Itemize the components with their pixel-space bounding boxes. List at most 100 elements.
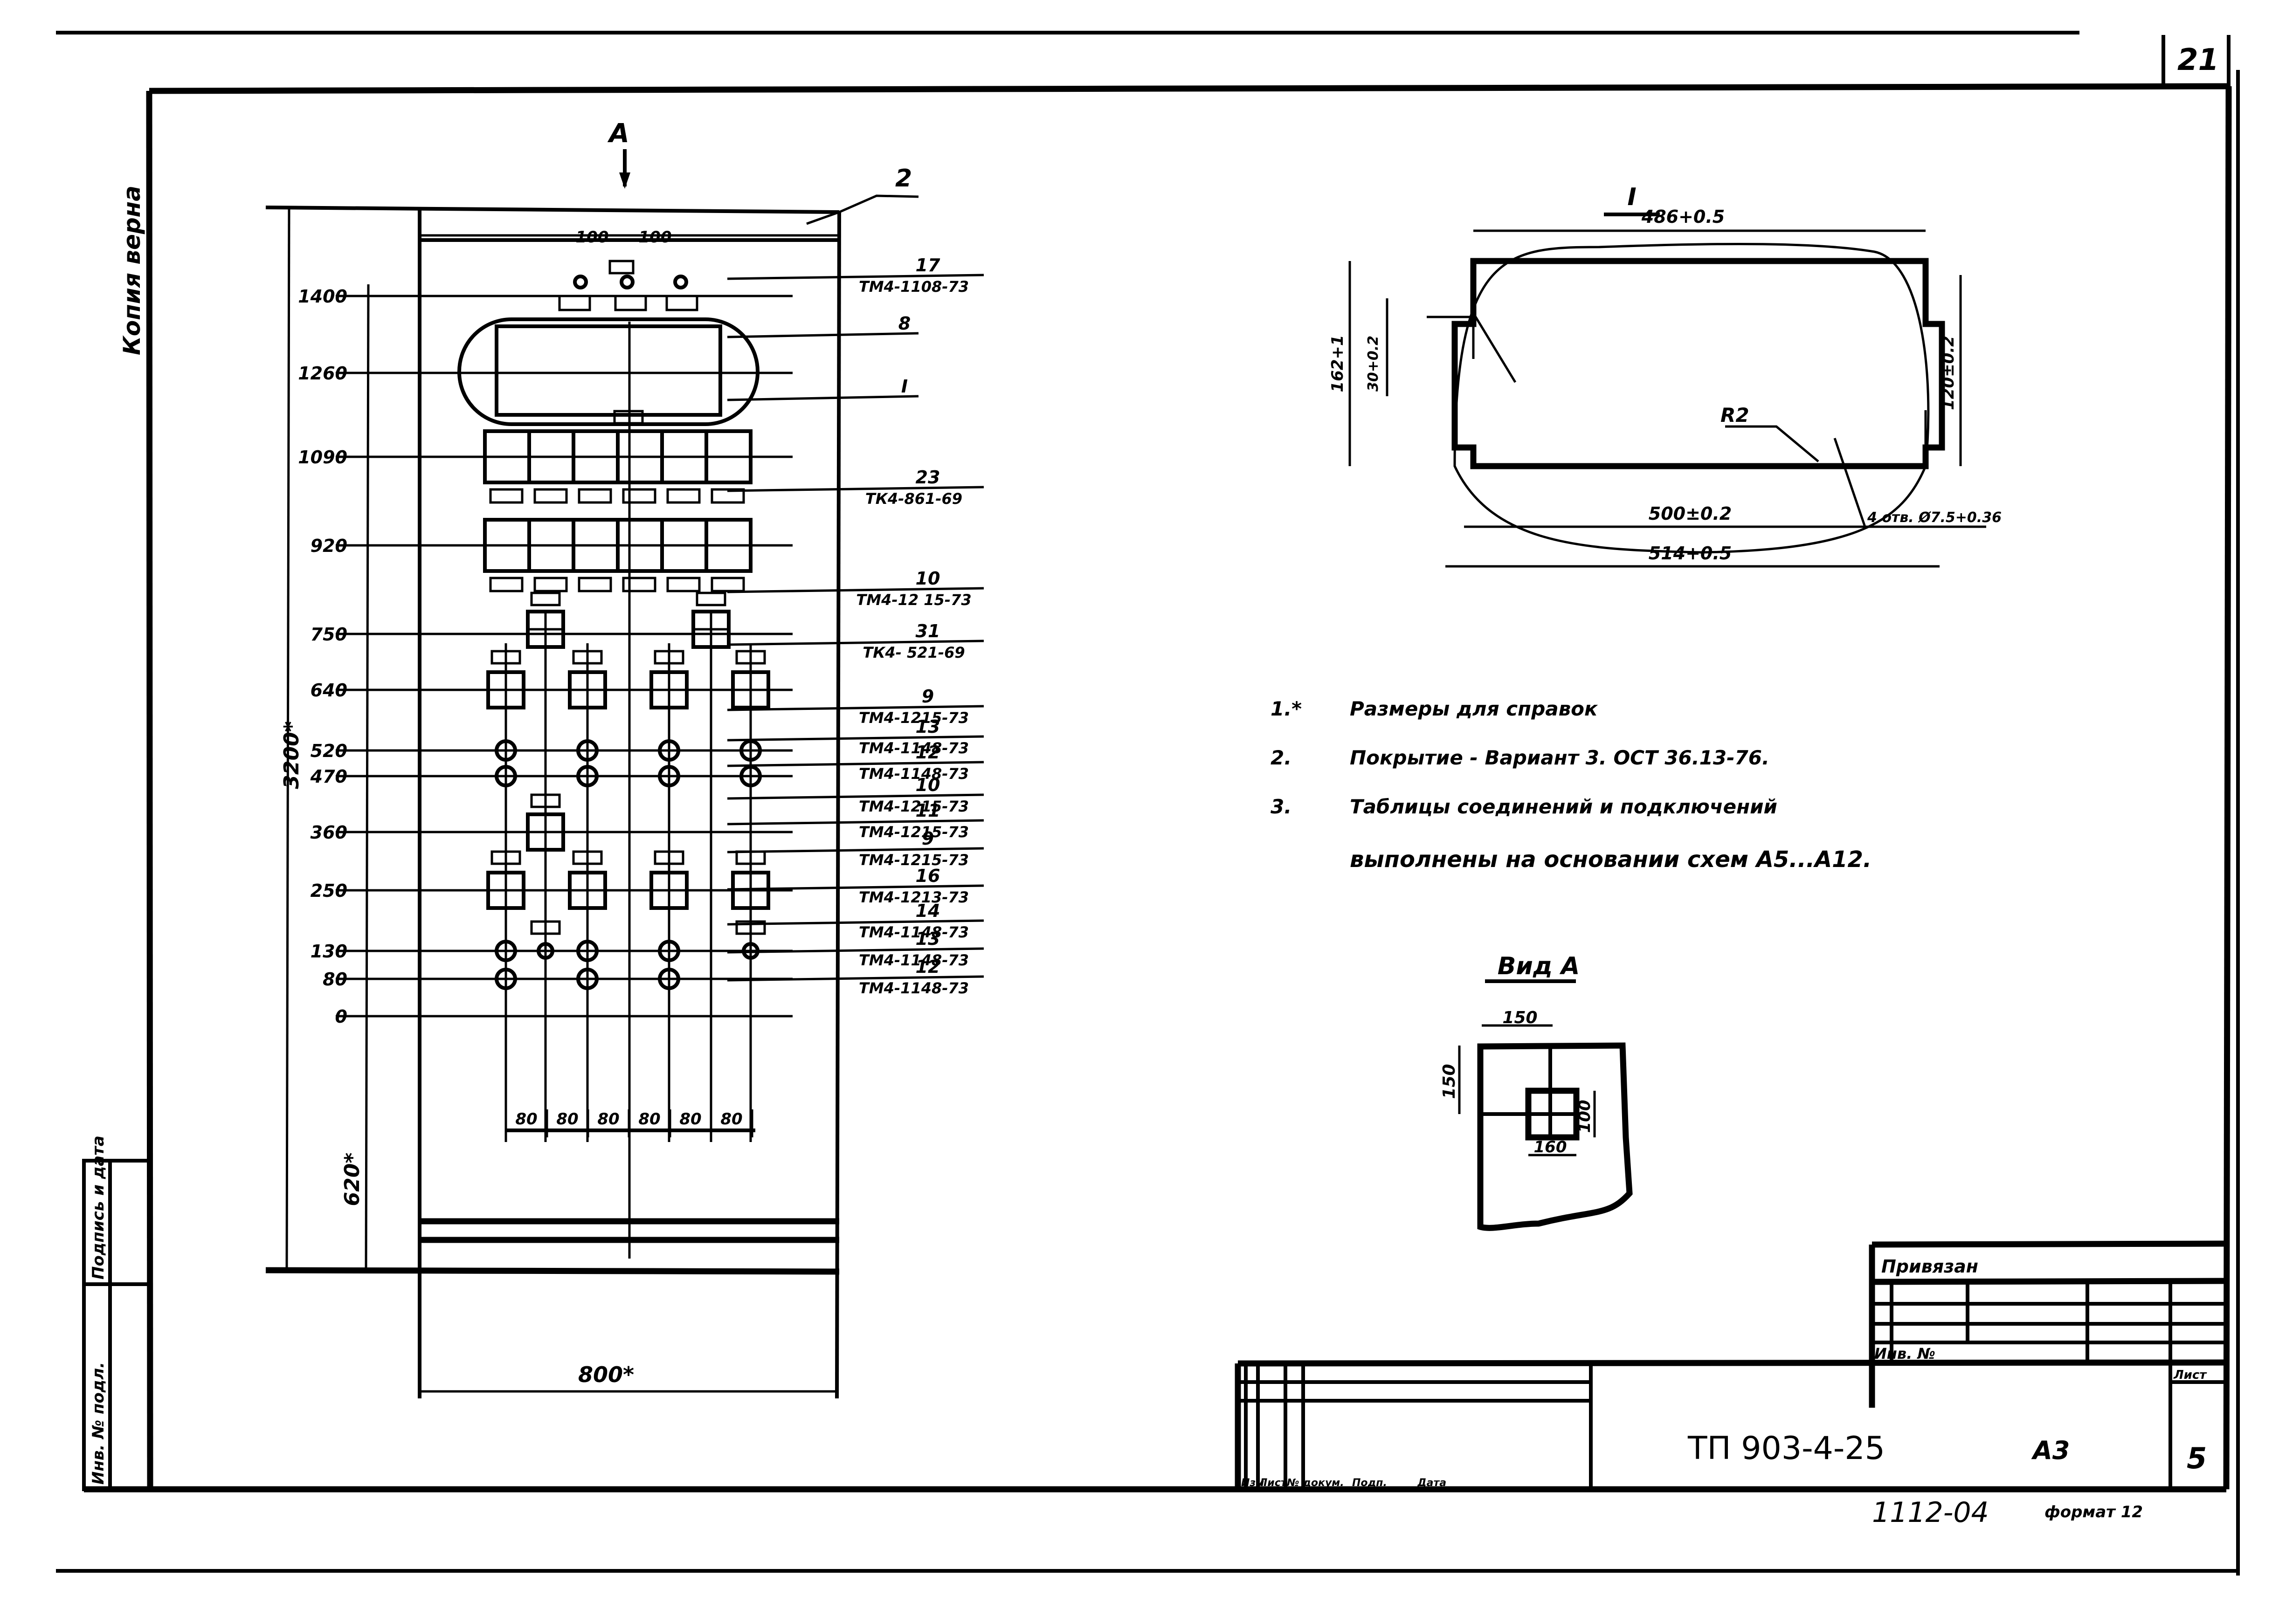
tb-sheet-label: Лист (2173, 1368, 2207, 1382)
callout-leader (727, 640, 984, 646)
relay-block (704, 518, 753, 573)
dim-left-inner: 30+0.2 (1365, 336, 1381, 392)
tag-box (666, 577, 701, 592)
leader-radius (1427, 316, 1517, 383)
tb-inv-label: Инв. № (1874, 1345, 1935, 1363)
callout-position: 8 (898, 313, 911, 334)
lamp-1 (573, 275, 588, 289)
view-A-dim-left: 150 (1440, 1064, 1459, 1099)
callout-leader (727, 847, 984, 853)
callout-leader (727, 793, 984, 800)
callout-reference: ТМ4-1148-73 (859, 923, 969, 941)
page-number: 21 (2177, 43, 2219, 77)
lamp-3 (673, 275, 688, 289)
callout-position: 10 (916, 775, 940, 795)
tag-box (533, 488, 568, 504)
level-label: 750 (311, 624, 347, 645)
view-A-panel-fragment (1477, 1042, 1633, 1231)
tag-box (558, 295, 591, 311)
tb-col-header-sign: Подп. (1352, 1477, 1387, 1489)
frame-right (2223, 86, 2232, 1490)
note-3-text: Таблицы соединений и подключений (1350, 795, 1777, 818)
callout-leader (727, 705, 984, 711)
callout-leader (727, 975, 984, 982)
note-2-num: 2. (1271, 746, 1291, 769)
note-1-num: 1.* (1271, 697, 1302, 720)
callout-leader (727, 735, 984, 742)
callout-position: 14 (916, 901, 940, 921)
callout-leader (727, 486, 984, 492)
dim-overall-height (285, 207, 290, 1271)
relay-row-1090 (483, 429, 753, 504)
callout-position: I (901, 376, 908, 397)
callout-leader (727, 947, 984, 954)
spacing-label: 80 (556, 1110, 578, 1129)
tag-box (530, 592, 561, 606)
stamp-sign-label: Подпись и дата (89, 1135, 108, 1280)
tag-box (711, 488, 745, 504)
mimic-display (495, 324, 722, 417)
top-spacing-2: 100 (639, 228, 672, 247)
side-stamp (82, 1159, 151, 1491)
level-label: 520 (311, 741, 347, 761)
callout-position: 12 (916, 957, 940, 977)
copy-certified-note: Копия верна (118, 186, 145, 355)
device-grid (486, 592, 770, 1142)
note-1-text: Размеры для справок (1350, 697, 1598, 720)
panel-right-edge (835, 212, 841, 1399)
tag-box (533, 577, 568, 592)
tag-box (696, 592, 726, 606)
callout-position: 13 (916, 929, 940, 949)
tag-box (489, 488, 524, 504)
view-A-dim-right: 100 (1575, 1100, 1594, 1133)
tb-linked-label: Привязан (1881, 1256, 1978, 1277)
dim-top: 486+0.5 (1641, 206, 1725, 227)
dim-width-label: 800* (578, 1362, 634, 1387)
tag-box (622, 577, 656, 592)
stamp-inv-label: Инв. № подл. (89, 1362, 108, 1485)
callout-reference: ТК4-861-69 (865, 490, 962, 508)
callout-reference: ТМ4-1148-73 (859, 739, 969, 757)
main-panel-view: А 2 3200* 620* 1400126010909207506405204… (265, 118, 984, 1399)
tb-col-header-izm: Изм (1241, 1477, 1264, 1489)
dim-overall-height-label: 3200* (280, 721, 304, 789)
level-label: 470 (310, 766, 347, 787)
callout-position: 10 (916, 568, 940, 589)
level-label: 250 (311, 881, 347, 901)
callout-position: 13 (916, 716, 940, 737)
panel-top-line (265, 206, 840, 214)
tag-box (665, 295, 698, 311)
callout-leader (727, 332, 919, 338)
callout-leader (727, 761, 984, 767)
callout-position: 17 (916, 255, 940, 275)
view-A-title: Вид А (1498, 952, 1580, 980)
callout-reference: ТМ4-1215-73 (859, 851, 969, 869)
callout-position: 31 (916, 621, 940, 641)
view-arrow-icon (619, 172, 630, 189)
note-3-num: 3. (1271, 795, 1291, 818)
detail-I: I 486+0.5 500±0.2 514+0.5 162+1 30+0.2 1… (1328, 183, 2002, 568)
callout-reference: ТМ4-1108-73 (859, 278, 969, 296)
level-label: 360 (311, 822, 347, 843)
callout-leader (727, 884, 984, 891)
spacing-label: 80 (720, 1110, 742, 1129)
frame-top (149, 83, 2229, 94)
callout-leader (727, 274, 984, 280)
callout-position: 16 (916, 866, 940, 886)
callout-position: 23 (916, 467, 940, 488)
level-label: 1090 (298, 447, 347, 468)
dim-base-height-label: 620* (340, 1153, 364, 1206)
leader-2 (806, 194, 919, 225)
tb-col-header-date: Дата (1417, 1477, 1446, 1489)
tb-sheet-code: А3 (2031, 1436, 2070, 1465)
spacing-label: 80 (679, 1110, 701, 1129)
dim-holes: 4 отв. Ø7.5+0.36 (1867, 509, 2002, 526)
callout-reference: ТМ4-1215-73 (859, 798, 969, 815)
leader-holes (1833, 438, 1986, 528)
callout-reference: ТМ4-1148-73 (859, 765, 969, 783)
view-A-dim-top: 150 (1502, 1008, 1537, 1027)
dim-left-outer: 162+1 (1328, 335, 1347, 392)
note-2-text: Покрытие - Вариант 3. ОСТ 36.13-76. (1350, 746, 1769, 769)
